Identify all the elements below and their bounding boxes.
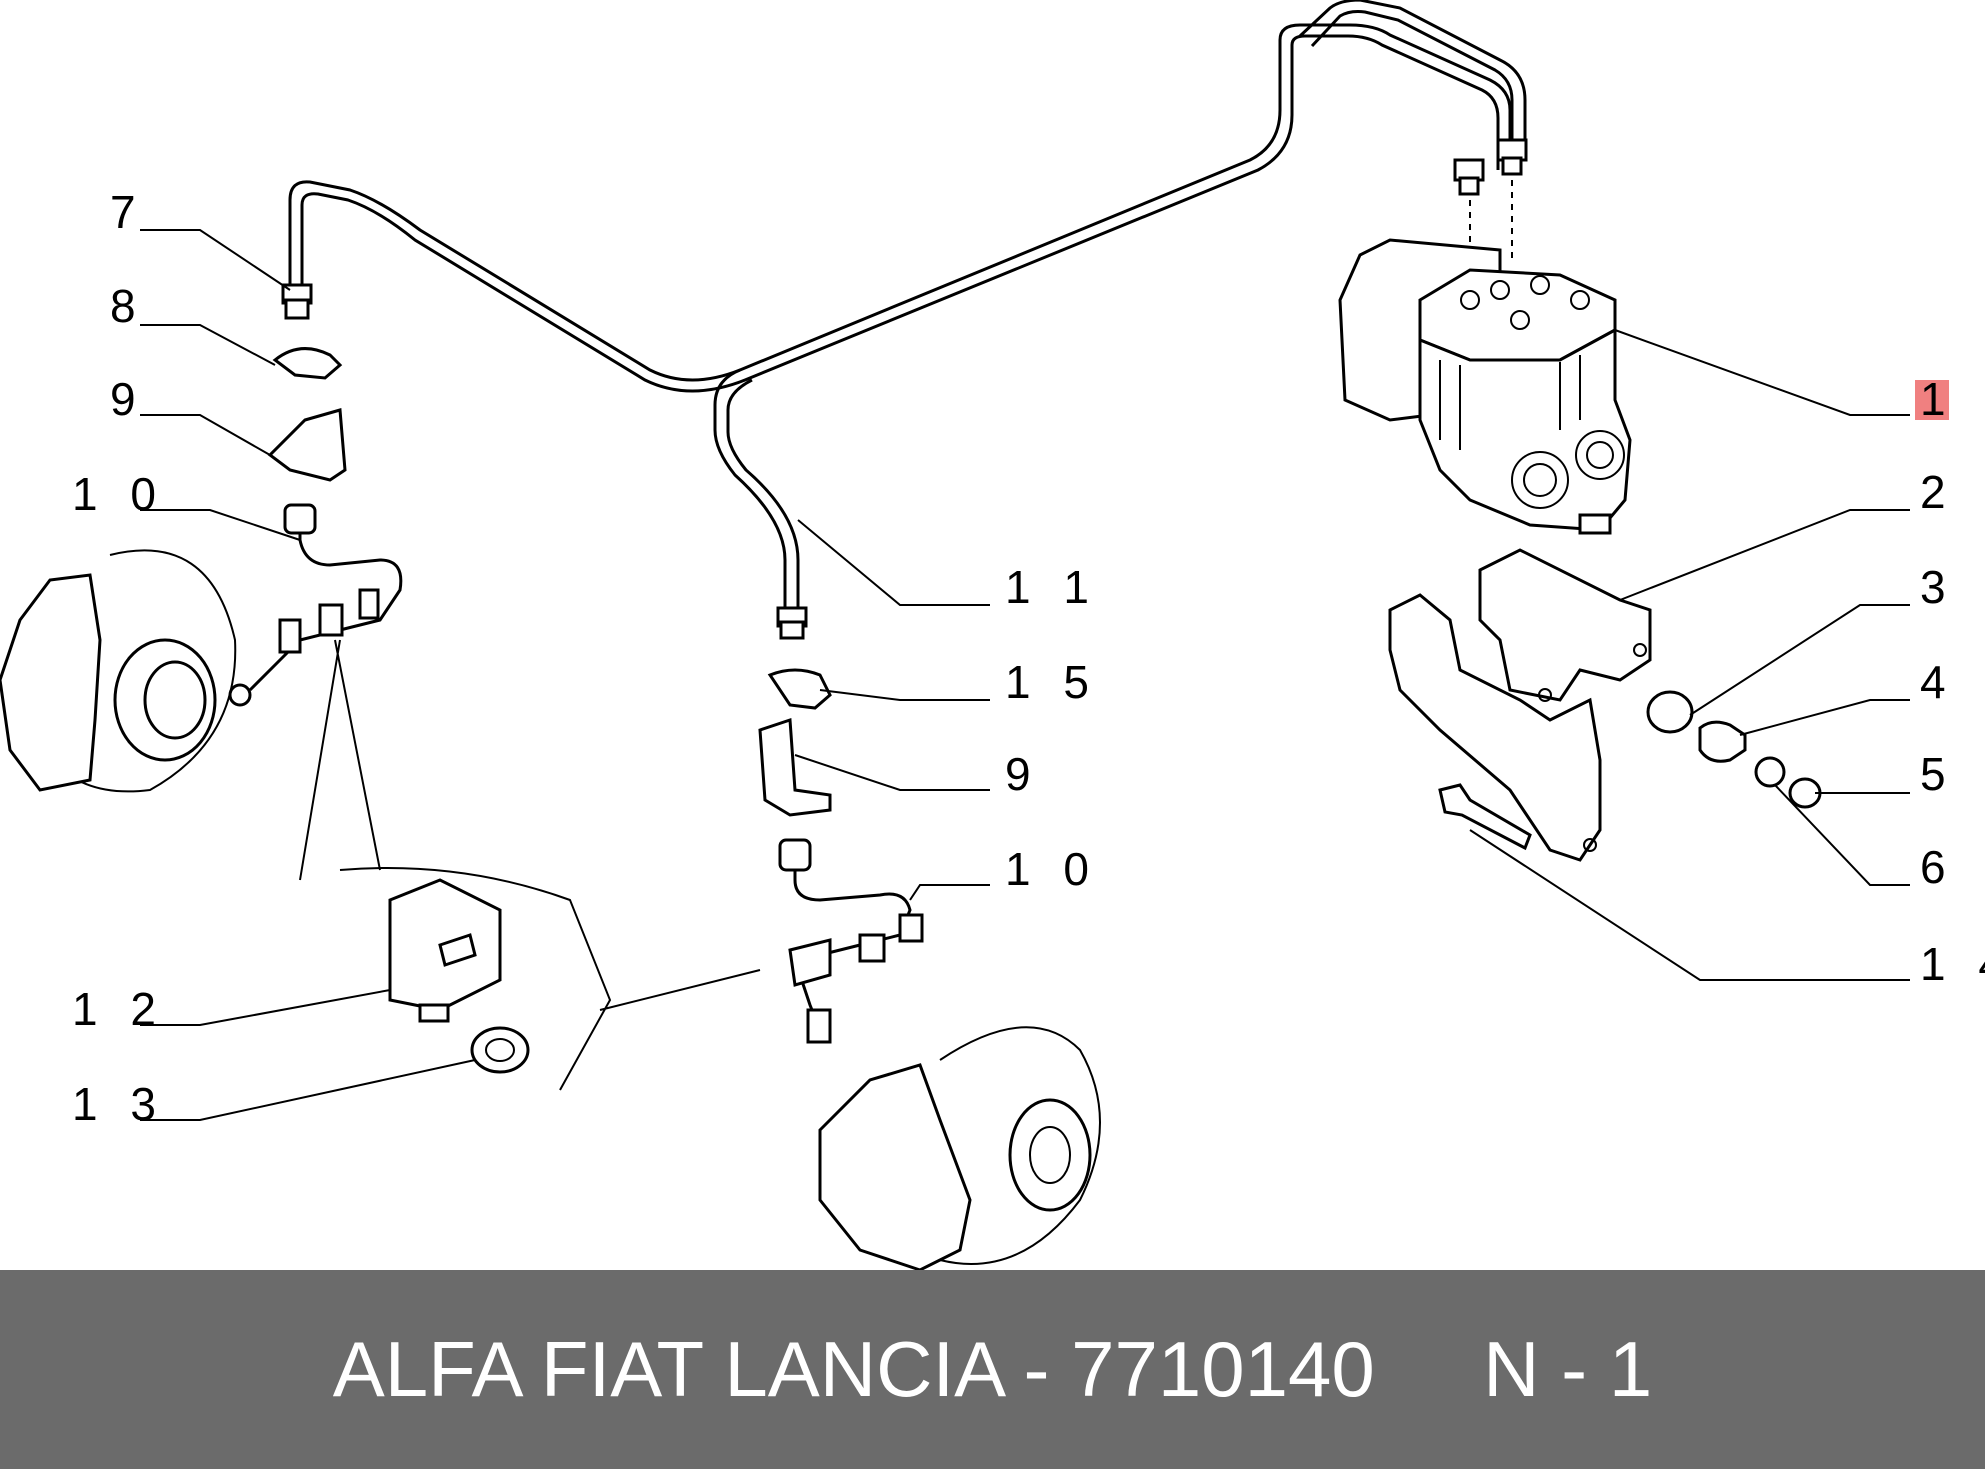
callout-11: 1 1 (1005, 561, 1099, 613)
callout-10-center: 1 0 (1005, 843, 1099, 895)
left-brake-assembly (0, 503, 403, 793)
brake-pipes (288, 0, 1527, 610)
callout-13: 1 3 (72, 1078, 166, 1130)
callout-6: 6 (1920, 841, 1956, 893)
part-number-title: ALFA FIAT LANCIA - 7710140 (332, 1325, 1375, 1413)
callout-14: 1 4 (1920, 938, 1985, 990)
callout-4: 4 (1920, 656, 1956, 708)
callout-9-left: 9 (110, 373, 146, 425)
callout-9-center: 9 (1005, 748, 1041, 800)
callout-15: 1 5 (1005, 656, 1099, 708)
callout-1: 1 (1920, 373, 1956, 425)
callout-8: 8 (110, 280, 146, 332)
small-hardware (1438, 690, 1822, 851)
callout-1-highlight (1915, 380, 1949, 420)
abs-modulator (1338, 238, 1632, 535)
callout-10-left: 1 0 (72, 468, 166, 520)
part-footer-banner: ALFA FIAT LANCIA - 7710140 N - 1 (0, 1270, 1985, 1469)
center-hardware (758, 668, 924, 1044)
callout-labels: 1 2 3 4 5 6 7 8 9 9 1 0 1 0 1 1 1 2 1 3 … (72, 186, 1985, 1130)
mounting-bracket (1388, 548, 1652, 862)
callout-5: 5 (1920, 748, 1956, 800)
exploded-parts-diagram: 1 2 3 4 5 6 7 8 9 9 1 0 1 0 1 1 1 2 1 3 … (0, 0, 1985, 1270)
callout-7: 7 (110, 186, 146, 238)
pipe-fittings (281, 138, 1528, 640)
callout-2: 2 (1920, 466, 1956, 518)
leader-lines (140, 229, 1910, 1121)
part-note: N - 1 (1483, 1325, 1653, 1413)
left-hardware (267, 347, 761, 1091)
callout-3: 3 (1920, 561, 1956, 613)
callout-12: 1 2 (72, 983, 166, 1035)
right-brake-assembly (818, 1026, 1101, 1270)
footer-spacer (1375, 1324, 1483, 1415)
footer-text: ALFA FIAT LANCIA - 7710140 N - 1 (333, 1324, 1652, 1415)
